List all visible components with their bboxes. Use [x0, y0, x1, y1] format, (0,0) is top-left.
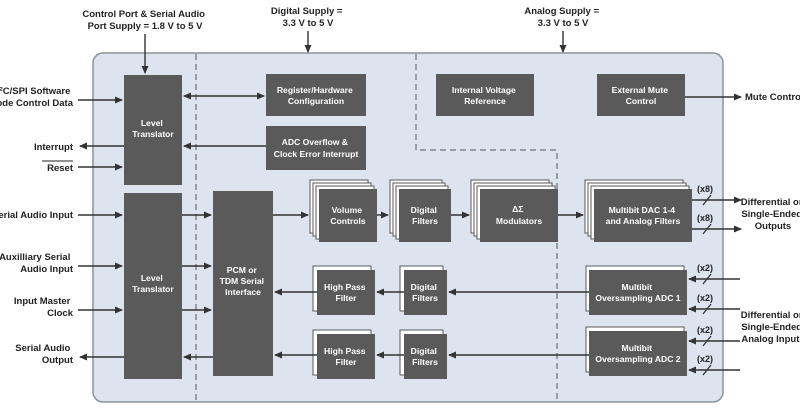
reset-label: Reset — [47, 163, 74, 174]
domain-separators — [195, 54, 558, 401]
digital-supply-label: Digital Supply = 3.3 V to 5 V — [271, 6, 345, 29]
multibit-dac-label: Multibit DAC 1-4 and Analog Filters — [606, 205, 681, 226]
multibit-dac-block — [594, 189, 692, 242]
level-translator-bottom-label: Level Translator — [132, 273, 174, 294]
level-translator-bottom — [124, 193, 182, 379]
signal-lines — [78, 31, 742, 374]
diff-outputs-label: Differential or Single-Ended Outputs — [741, 197, 800, 232]
register-config-label: Register/Hardware Configuration — [277, 85, 355, 106]
delta-sigma-label: ΔΣ Modulators — [496, 204, 543, 226]
hpf-1-block — [317, 270, 375, 315]
digital-filters-adc2-label: Digital Filters — [411, 346, 440, 367]
multibit-adc2-label: Multibit Oversampling ADC 2 — [595, 343, 680, 364]
diff-inputs-label: Differential or Single-Ended Analog Inpu… — [741, 310, 800, 345]
bus-slash-marks — [702, 194, 712, 376]
level-translator-top — [124, 75, 182, 185]
input-master-clock-label: Input Master Clock — [14, 296, 74, 319]
interrupt-label: Interrupt — [34, 142, 74, 153]
digital-filters-dac-label: Digital Filters — [411, 205, 440, 226]
external-mute-block — [597, 74, 685, 116]
control-supply-label: Control Port & Serial Audio Port Supply … — [82, 9, 207, 32]
serial-audio-input-label: Serial Audio Input — [0, 210, 74, 221]
external-mute-label: External Mute Control — [612, 85, 671, 106]
multibit-adc1-label: Multibit Oversampling ADC 1 — [595, 282, 680, 303]
register-config-block — [266, 74, 366, 116]
level-translator-top-label: Level Translator — [132, 118, 174, 139]
digital-filters-dac-block — [399, 189, 451, 242]
digital-filters-adc1-label: Digital Filters — [411, 282, 440, 303]
i2c-spi-label: I²C/SPI Software Mode Control Data — [0, 86, 74, 109]
adc1-in-count-2: (x2) — [697, 293, 713, 303]
serial-audio-output-label: Serial Audio Output — [15, 343, 74, 366]
aux-serial-audio-label: Auxilliary Serial Audio Input — [0, 252, 74, 275]
pcm-tdm-block — [213, 191, 273, 376]
mute-control-label: Mute Control — [745, 92, 800, 103]
volume-controls-block — [319, 189, 377, 242]
internal-vref-block — [436, 74, 534, 116]
internal-vref-label: Internal Voltage Reference — [452, 85, 518, 106]
hpf-2-block — [317, 334, 375, 379]
analog-supply-label: Analog Supply = 3.3 V to 5 V — [524, 6, 601, 29]
hpf-2-label: High Pass Filter — [324, 346, 368, 367]
digital-filters-adc1-block — [404, 270, 447, 315]
multibit-adc1-block — [589, 270, 687, 315]
volume-controls-label: Volume Controls — [330, 205, 366, 226]
digital-filters-adc2-block — [404, 334, 447, 379]
hpf-1-label: High Pass Filter — [324, 282, 368, 303]
adc2-in-count-2: (x2) — [697, 354, 713, 364]
pcm-tdm-label: PCM or TDM Serial Interface — [220, 265, 267, 297]
adc-overflow-block — [266, 126, 366, 170]
adc2-in-count-1: (x2) — [697, 325, 713, 335]
dac-out-count-2: (x8) — [697, 213, 713, 223]
adc-overflow-label: ADC Overflow & Clock Error Interrupt — [274, 137, 359, 159]
multibit-adc2-block — [589, 331, 687, 376]
dac-out-count-1: (x8) — [697, 184, 713, 194]
adc1-in-count-1: (x2) — [697, 263, 713, 273]
delta-sigma-block — [480, 189, 558, 242]
